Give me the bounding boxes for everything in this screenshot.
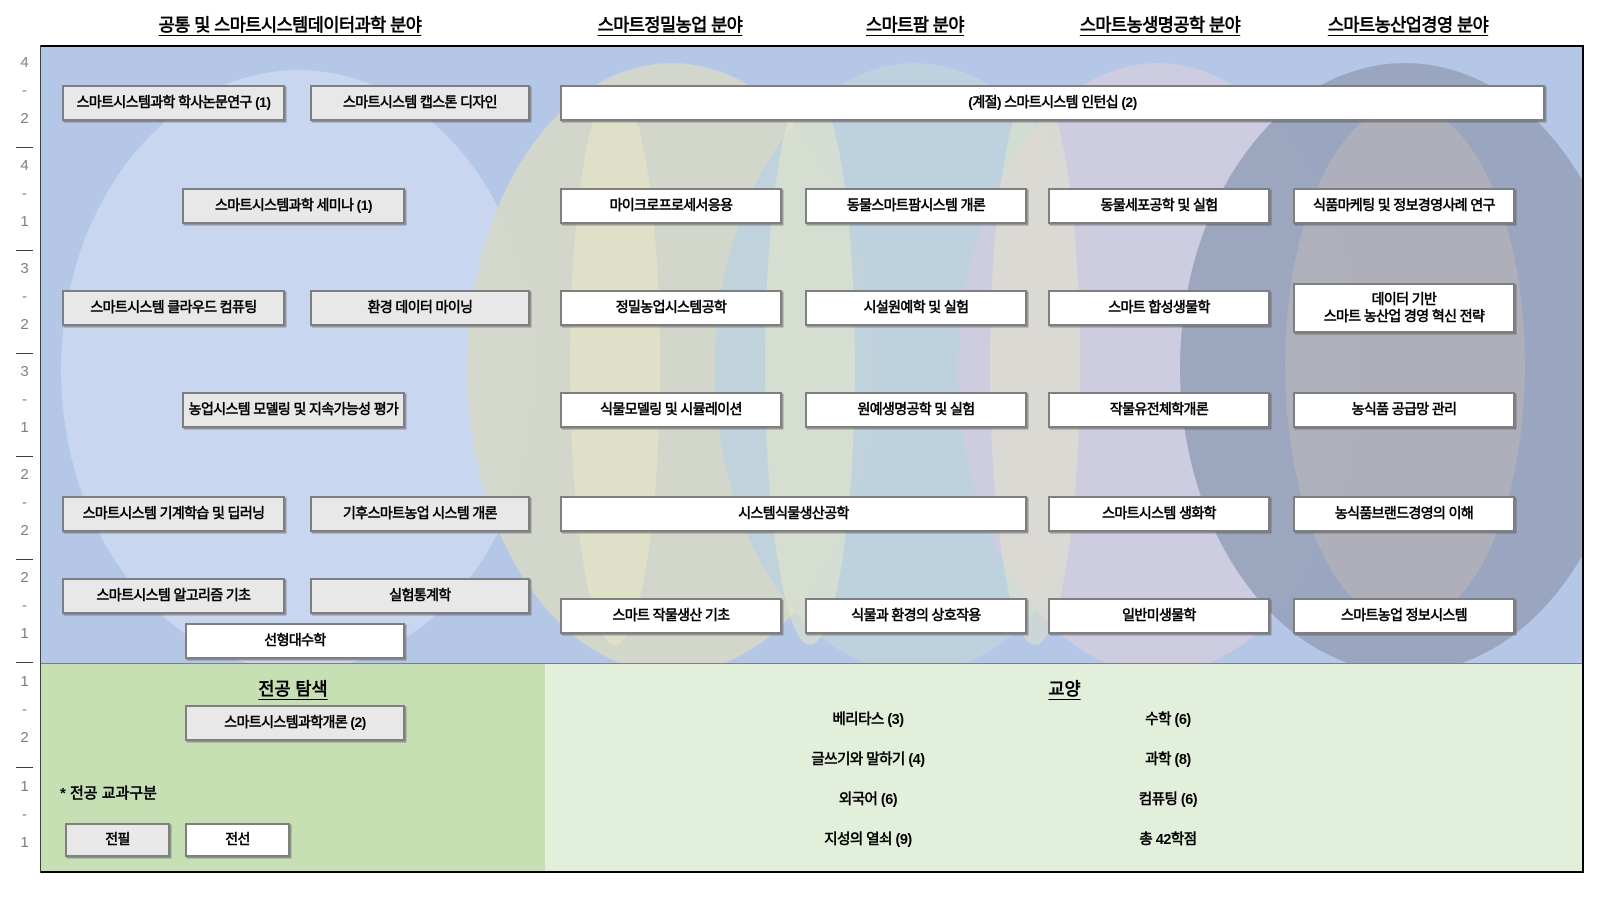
course-box-animal-cell: 동물세포공학 및 실험: [1048, 188, 1270, 224]
semester-label-3-1: 3-1: [16, 354, 33, 457]
column-header-common-datascience: 공통 및 스마트시스템데이터과학 분야: [158, 15, 422, 35]
major-area-background: [41, 45, 1584, 663]
course-box-plant-env: 식물과 환경의 상호작용: [805, 598, 1027, 634]
column-header-agri-business: 스마트농산업경영 분야: [1327, 15, 1489, 35]
liberal-item-writing: 글쓰기와 말하기 (4): [811, 752, 925, 768]
course-box-biochem: 스마트시스템 생화학: [1048, 496, 1270, 532]
legend-required-box: 전필: [65, 823, 170, 857]
course-box-brand-mgmt: 농식품브랜드경영의 이해: [1293, 496, 1515, 532]
course-box-crop-basics: 스마트 작물생산 기초: [560, 598, 782, 634]
liberal-item-veritas: 베리타스 (3): [832, 712, 904, 728]
course-box-food-marketing: 식품마케팅 및 정보경영사례 연구: [1293, 188, 1515, 224]
column-header-smartfarm: 스마트팜 분야: [866, 15, 964, 35]
course-box-plant-modeling: 식물모델링 및 시뮬레이션: [560, 392, 782, 428]
semester-label-4-2: 4-2: [16, 45, 33, 148]
column-header-precision-agri: 스마트정밀농업 분야: [597, 15, 743, 35]
course-box-ml-dl: 스마트시스템 기계학습 및 딥러닝: [62, 496, 285, 532]
course-box-seminar: 스마트시스템과학 세미나 (1): [182, 188, 405, 224]
semester-label-2-2: 2-2: [16, 457, 33, 560]
liberal-arts-area: [545, 663, 1584, 873]
course-box-agri-modeling: 농업시스템 모델링 및 지속가능성 평가: [182, 392, 405, 428]
course-box-internship: (계절) 스마트시스템 인턴십 (2): [560, 85, 1545, 121]
course-box-supply-chain: 농식품 공급망 관리: [1293, 392, 1515, 428]
course-box-data-strategy-line1: 데이터 기반: [1371, 290, 1437, 307]
course-box-precision-eng: 정밀농업시스템공학: [560, 290, 782, 326]
course-box-thesis: 스마트시스템과학 학사논문연구 (1): [62, 85, 285, 121]
liberal-title: 교양: [1048, 679, 1081, 699]
liberal-item-total: 총 42학점: [1139, 832, 1197, 848]
course-box-linear-algebra: 선형대수학: [185, 623, 405, 659]
liberal-item-key: 지성의 열쇠 (9): [824, 832, 912, 848]
course-box-greenhouse: 시설원예학 및 실험: [805, 290, 1027, 326]
course-box-cloud-computing: 스마트시스템 클라우드 컴퓨팅: [62, 290, 285, 326]
course-box-capstone: 스마트시스템 캡스톤 디자인: [310, 85, 530, 121]
semester-label-strip: 4-2 4-1 3-2 3-1 2-2 2-1 1-2 1-1: [16, 45, 41, 873]
background-ellipse-cream3: [990, 85, 1080, 645]
column-header-agri-bio: 스마트농생명공학 분야: [1079, 15, 1241, 35]
course-box-algorithms: 스마트시스템 알고리즘 기초: [62, 578, 285, 614]
liberal-item-foreign: 외국어 (6): [838, 792, 898, 808]
course-box-microbiology: 일반미생물학: [1048, 598, 1270, 634]
background-ellipse-cream2: [765, 85, 855, 645]
background-ellipse-cream1: [570, 85, 660, 645]
liberal-item-computing: 컴퓨팅 (6): [1138, 792, 1198, 808]
semester-label-1-1: 1-1: [16, 777, 33, 862]
legend-elective-box: 전선: [185, 823, 290, 857]
liberal-item-science: 과학 (8): [1145, 752, 1191, 768]
course-box-synbio: 스마트 합성생물학: [1048, 290, 1270, 326]
course-box-horti-bio: 원예생명공학 및 실험: [805, 392, 1027, 428]
course-box-climate-smart: 기후스마트농업 시스템 개론: [310, 496, 530, 532]
course-box-env-datamining: 환경 데이터 마이닝: [310, 290, 530, 326]
liberal-item-math: 수학 (6): [1145, 712, 1191, 728]
legend-note: * 전공 교과구분: [60, 785, 157, 802]
course-box-data-strategy: 데이터 기반 스마트 농산업 경영 혁신 전략: [1293, 283, 1515, 333]
course-box-exp-stats: 실험통계학: [310, 578, 530, 614]
course-box-data-strategy-line2: 스마트 농산업 경영 혁신 전략: [1323, 308, 1485, 324]
semester-label-2-1: 2-1: [16, 560, 33, 663]
course-box-crop-genomics: 작물유전체학개론: [1048, 392, 1270, 428]
background-ellipse-col1: [61, 70, 536, 663]
course-box-animal-smartfarm: 동물스마트팜시스템 개론: [805, 188, 1027, 224]
course-box-microprocessor: 마이크로프로세서응용: [560, 188, 782, 224]
semester-label-4-1: 4-1: [16, 148, 33, 251]
major-explore-title: 전공 탐색: [258, 679, 328, 699]
course-box-agri-info: 스마트농업 정보시스템: [1293, 598, 1515, 634]
semester-label-3-2: 3-2: [16, 251, 33, 354]
semester-label-1-2: 1-2: [16, 663, 33, 768]
course-box-intro-smart: 스마트시스템과학개론 (2): [185, 705, 405, 741]
course-box-system-plant: 시스템식물생산공학: [560, 496, 1027, 532]
